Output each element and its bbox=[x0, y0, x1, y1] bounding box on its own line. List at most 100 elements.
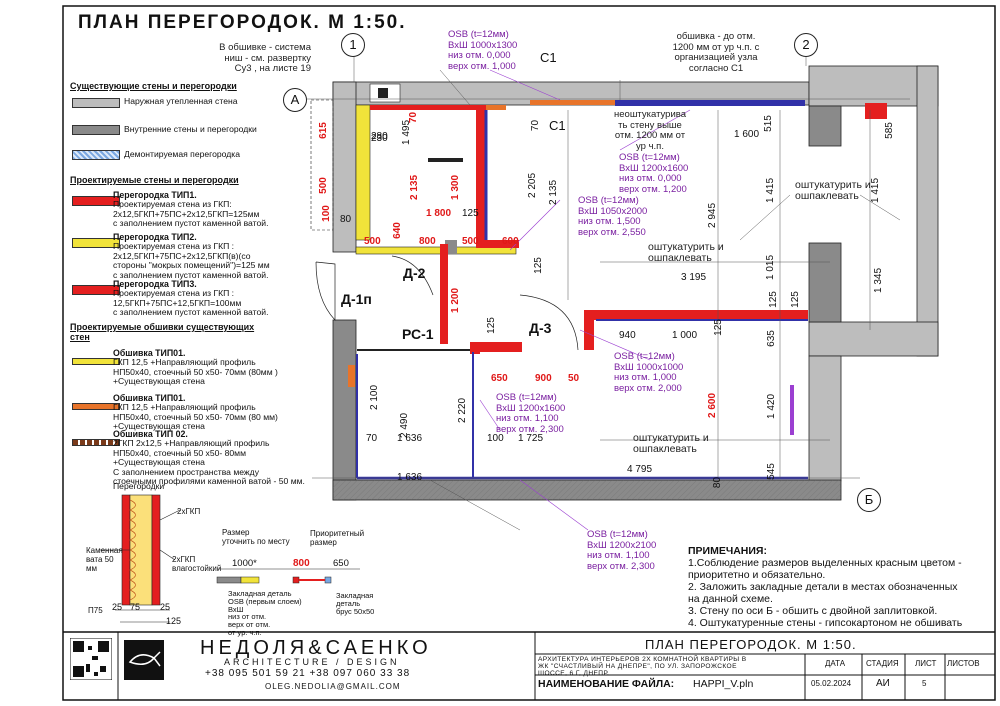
dim-1636a: 1 636 bbox=[397, 433, 423, 444]
legend-swatch-interior bbox=[72, 125, 120, 135]
dim-70b: 70 bbox=[366, 433, 378, 444]
dim-1495: 1 495 bbox=[401, 119, 413, 146]
dim-125f: 125 bbox=[789, 291, 801, 308]
dim-1415a: 1 415 bbox=[765, 177, 777, 204]
dim-3195: 3 195 bbox=[681, 272, 707, 283]
section-c1-top: С1 bbox=[540, 50, 557, 65]
dim-1420: 1 420 bbox=[766, 393, 778, 420]
dim-red-900: 900 bbox=[535, 373, 552, 384]
room-d2: Д-2 bbox=[403, 265, 426, 281]
room-rs1: РС-1 bbox=[402, 326, 434, 342]
legend-swatch-type3 bbox=[72, 285, 120, 295]
dim-1000: 1 000 bbox=[672, 330, 698, 341]
dim-80b: 80 bbox=[712, 476, 724, 489]
dim-1415b: 1 415 bbox=[870, 177, 882, 204]
detail-label-gkp: 2хГКП bbox=[177, 507, 201, 516]
detail-label-p75: П75 bbox=[88, 606, 103, 615]
legend-designed-title: Проектируемые стены и перегородки bbox=[70, 175, 239, 185]
dim-125b: 125 bbox=[767, 291, 779, 308]
legend-swatch-clad2 bbox=[72, 403, 120, 410]
dim-red-1200: 1 200 bbox=[450, 287, 462, 314]
legend: Существующие стены и перегородки bbox=[70, 81, 237, 91]
val-date: 05.02.2024 bbox=[811, 679, 852, 688]
notes-block: ПРИМЕЧАНИЯ: 1.Соблюдение размеров выделе… bbox=[688, 545, 963, 629]
room-d3: Д-3 bbox=[529, 320, 552, 336]
detail-dim-75: 75 bbox=[130, 602, 141, 612]
dim-125e: 125 bbox=[485, 317, 497, 334]
dim-100: 100 bbox=[487, 433, 504, 444]
dim-2205: 2 205 bbox=[527, 172, 539, 199]
dim-545: 545 bbox=[765, 463, 777, 480]
legend-clad1: Обшивка ТИП01. ГКП 12,5 +Направляющий пр… bbox=[113, 348, 278, 387]
legend-swatch-type2 bbox=[72, 238, 120, 248]
dim-125c: 125 bbox=[532, 257, 544, 274]
col-date: ДАТА bbox=[825, 659, 846, 668]
sheet-title: ПЛАН ПЕРЕГОРОДОК. М 1:50. bbox=[645, 637, 857, 652]
detail-value-650: 650 bbox=[333, 558, 349, 569]
legend-type1: Перегородка ТИП1. Проектируемая стена из… bbox=[113, 190, 269, 229]
dim-red-500c: 500 bbox=[462, 236, 479, 247]
dim-red-1300: 1 300 bbox=[450, 174, 462, 201]
dim-red-500b: 500 bbox=[364, 236, 381, 247]
axis-b: Б bbox=[857, 488, 881, 512]
dim-125: 125 bbox=[462, 208, 479, 219]
legend-type2: Перегородка ТИП2. Проектируемая стена из… bbox=[113, 232, 270, 280]
file-label: НАИМЕНОВАНИЕ ФАЙЛА: bbox=[538, 678, 675, 690]
company-phones: +38 095 501 59 21 +38 097 060 33 38 bbox=[205, 668, 411, 679]
dim-1600: 1 600 bbox=[734, 129, 760, 140]
detail-dim-25b: 25 bbox=[160, 602, 171, 612]
dim-1636b: 1 636 bbox=[397, 472, 423, 483]
detail-dim-25a: 25 bbox=[112, 602, 123, 612]
legend-demolish: Демонтируемая перегородка bbox=[124, 149, 240, 159]
dim-red-800: 800 bbox=[419, 236, 436, 247]
axis-a: А bbox=[283, 88, 307, 112]
detail-value-1000: 1000* bbox=[232, 558, 257, 569]
room-d1p: Д-1п bbox=[341, 291, 372, 307]
detail-dim-125: 125 bbox=[166, 616, 182, 626]
dim-940: 940 bbox=[619, 330, 636, 341]
dim-red-615: 615 bbox=[317, 122, 329, 139]
val-stage: АИ bbox=[876, 678, 890, 689]
dim-1015: 1 015 bbox=[765, 254, 777, 281]
dim-70: 70 bbox=[530, 119, 542, 132]
company-email: OLEG.NEDOLIA@GMAIL.COM bbox=[265, 682, 401, 691]
project-name: АРХИТЕКТУРА ИНТЕРЬЕРОВ 2Х КОМНАТНОЙ КВАР… bbox=[538, 656, 747, 677]
dim-80: 80 bbox=[340, 214, 352, 225]
legend-swatch-type1 bbox=[72, 196, 120, 206]
legend-interior: Внутренние стены и перегородки bbox=[124, 124, 257, 134]
col-sheets: ЛИСТОВ bbox=[947, 659, 980, 668]
dim-red-50: 50 bbox=[568, 373, 580, 384]
dim-230: 230 bbox=[371, 133, 388, 144]
legend-clad2: Обшивка ТИП01. ГКП 12,5 +Направляющий пр… bbox=[113, 393, 278, 432]
dim-2220: 2 220 bbox=[457, 397, 469, 424]
dim-red-1800: 1 800 bbox=[426, 208, 452, 219]
floor-plan bbox=[300, 40, 939, 531]
company-name: НЕДОЛЯ&САЕНКО bbox=[200, 637, 432, 659]
axis-1: 1 bbox=[341, 33, 365, 57]
dim-red-2600: 2 600 bbox=[707, 392, 719, 419]
dim-red-650: 650 bbox=[491, 373, 508, 384]
section-c1-mid: С1 bbox=[549, 118, 566, 133]
detail-value-800: 800 bbox=[293, 558, 310, 569]
legend-swatch-exterior bbox=[72, 98, 120, 108]
legend-exterior: Наружная утепленная стена bbox=[124, 96, 238, 106]
legend-clad3: Обшивка ТИП 02. 2ГКП 2х12,5 +Направляющи… bbox=[113, 429, 305, 487]
dim-1345: 1 345 bbox=[873, 267, 885, 294]
company-subtitle: ARCHITECTURE / DESIGN bbox=[224, 657, 400, 667]
legend-cladding-title: Проектируемые обшивки существующих стен bbox=[70, 322, 255, 342]
col-sheet: ЛИСТ bbox=[915, 659, 937, 668]
axis-2: 2 bbox=[794, 33, 818, 57]
